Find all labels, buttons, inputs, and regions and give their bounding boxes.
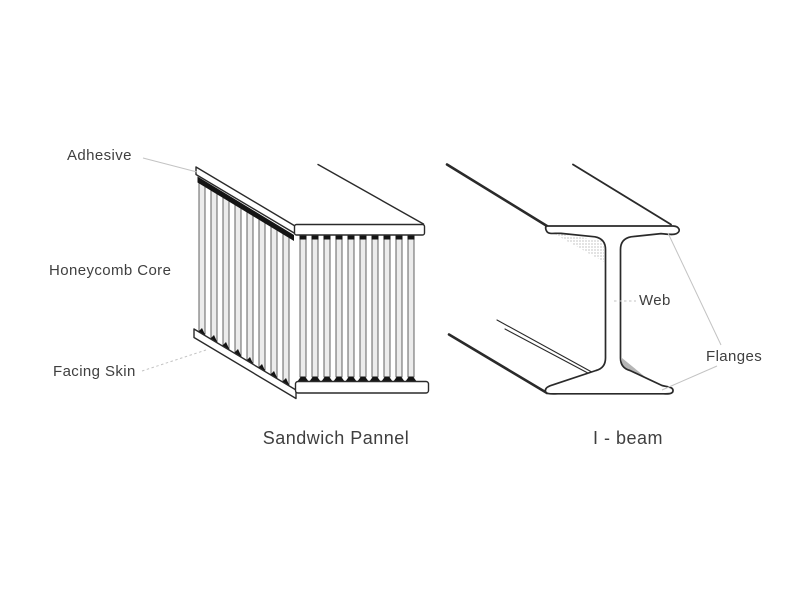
core-cell-stripe [383, 238, 391, 378]
core-cell-stripe [299, 238, 307, 378]
adhesive-cap [371, 234, 379, 240]
facing-skin-leader-line [141, 349, 207, 372]
flanges-leader-line-bottom [661, 365, 718, 391]
honeycomb-core-front-face [297, 234, 417, 382]
adhesive-cap [335, 234, 343, 240]
adhesive-foot [369, 376, 381, 382]
i-beam-drawing [445, 163, 681, 395]
bottom-facing-skin-front [294, 380, 430, 394]
core-cell-stripe [359, 238, 367, 378]
core-cell-stripe [222, 195, 230, 350]
adhesive-foot [345, 376, 357, 382]
adhesive-cap [359, 234, 367, 240]
adhesive-foot [297, 376, 309, 382]
flanges-label: Flanges [706, 348, 763, 365]
core-cell-stripe [198, 181, 206, 335]
adhesive-foot [321, 376, 333, 382]
i-beam-caption: I - beam [592, 428, 664, 448]
core-cell-stripe [335, 238, 343, 378]
beam-extension-line [445, 163, 549, 228]
beam-extension-line [504, 328, 602, 381]
adhesive-cap [383, 234, 391, 240]
web-fillet-shading-stippled [553, 233, 604, 262]
beam-extension-line [572, 163, 672, 226]
core-cell-stripe [395, 238, 403, 378]
adhesive-foot [333, 376, 345, 382]
core-cell-stripe [258, 217, 266, 371]
sandwich-panel-caption: Sandwich Pannel [262, 428, 410, 448]
facing-skin-label: Facing Skin [53, 363, 136, 380]
adhesive-foot [393, 376, 405, 382]
adhesive-cap [299, 234, 307, 240]
sandwich-panel-drawing [193, 163, 430, 400]
core-cell-stripe [311, 238, 319, 378]
adhesive-foot [309, 376, 321, 382]
web-label: Web [639, 292, 671, 309]
core-cell-stripe [234, 202, 242, 357]
core-cell-stripe [371, 238, 379, 378]
adhesive-foot [405, 376, 417, 382]
adhesive-label: Adhesive [67, 147, 132, 164]
adhesive-layer-band [197, 176, 294, 241]
top-facing-skin-front [293, 223, 426, 236]
adhesive-cap [323, 234, 331, 240]
beam-extension-line [447, 333, 549, 395]
core-cell-stripe [282, 231, 290, 386]
leader-lines [141, 157, 722, 391]
adhesive-foot [357, 376, 369, 382]
core-cell-stripe [246, 210, 254, 364]
adhesive-cap [407, 234, 415, 240]
flanges-leader-line-top [667, 232, 722, 346]
bottom-facing-skin-left [193, 328, 297, 400]
core-cell-stripe [270, 224, 278, 379]
core-cell-stripe [323, 238, 331, 378]
adhesive-leader-line [142, 157, 198, 173]
core-cell-stripe [407, 238, 415, 378]
top-skin-far-edge [317, 163, 425, 225]
i-beam-cross-section [544, 225, 681, 395]
beam-extension-line [496, 319, 600, 377]
adhesive-cap [395, 234, 403, 240]
honeycomb-core-left-face [197, 181, 291, 389]
core-cell-stripe [210, 188, 218, 343]
adhesive-cap [347, 234, 355, 240]
honeycomb-core-label: Honeycomb Core [49, 262, 172, 279]
core-cell-stripe [347, 238, 355, 378]
adhesive-cap [311, 234, 319, 240]
adhesive-foot [381, 376, 393, 382]
